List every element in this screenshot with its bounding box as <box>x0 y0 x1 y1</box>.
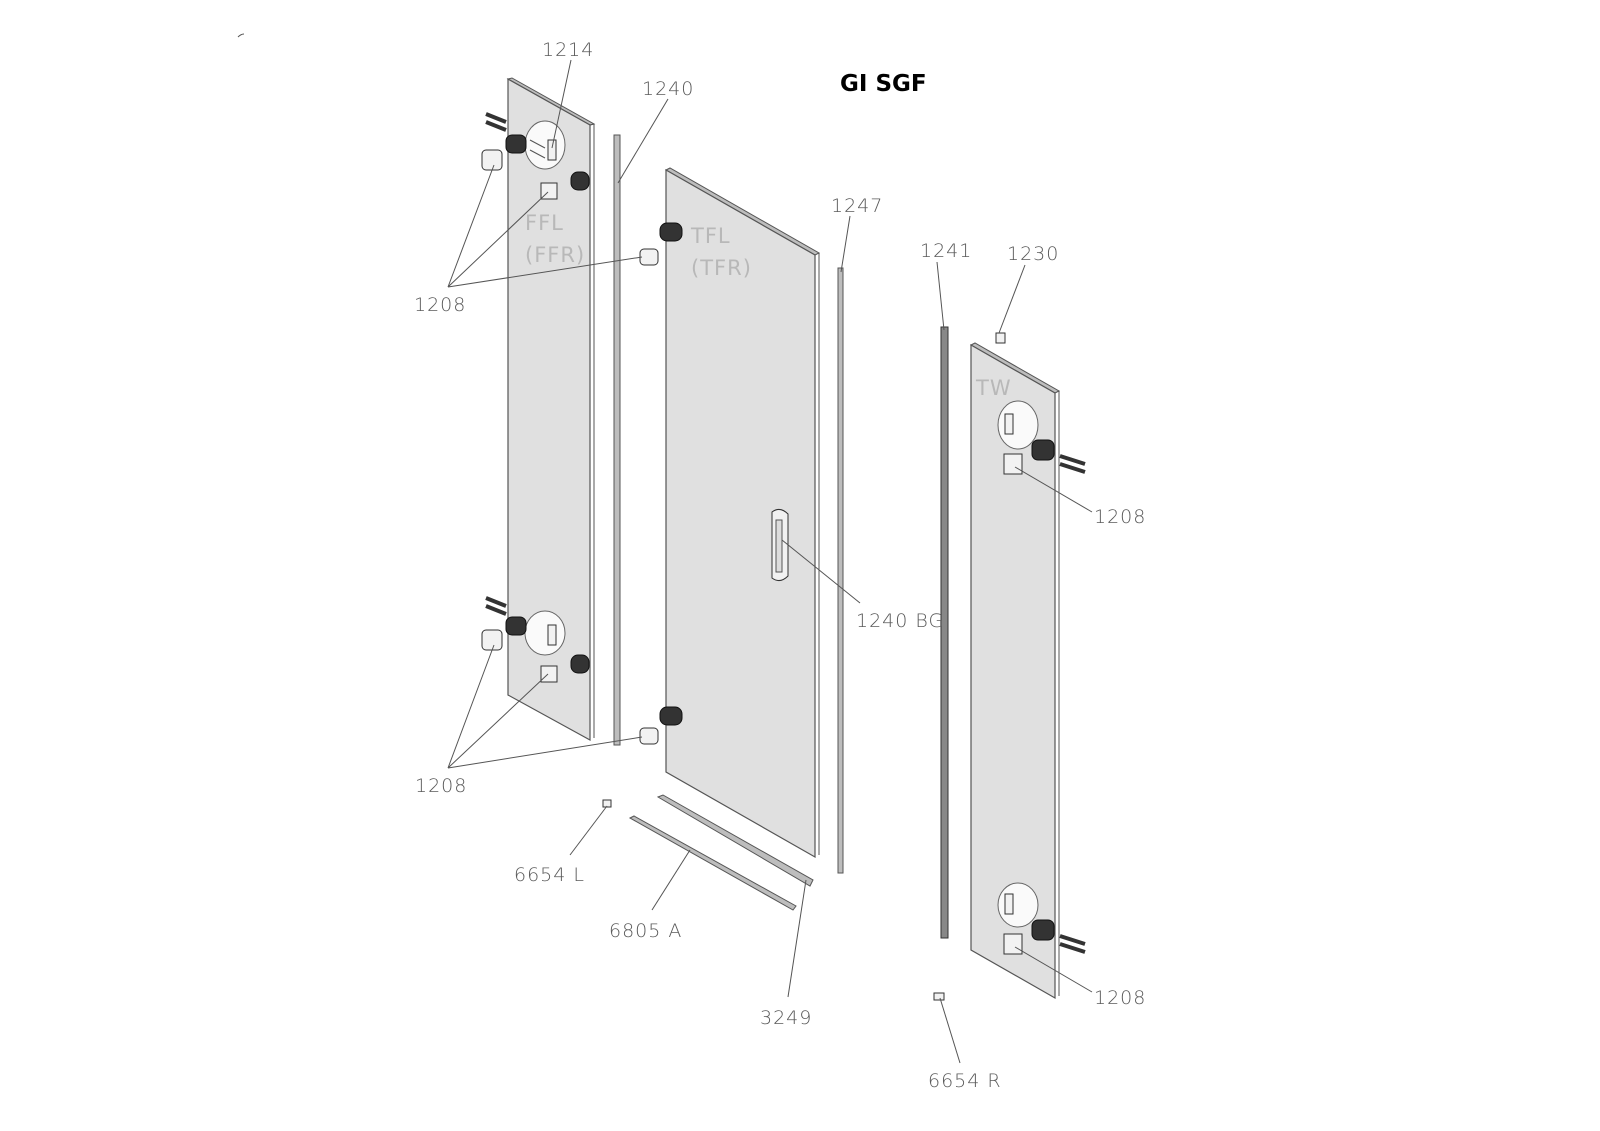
seal-strip-1240 <box>613 134 621 746</box>
panel-label-tfl: TFL <box>690 224 731 248</box>
fixed-panel <box>506 77 596 742</box>
hinge-bottom-right <box>997 882 1086 955</box>
cap-1208 <box>639 248 659 266</box>
part-label-1208: 1208 <box>1094 987 1146 1009</box>
door-handle <box>771 508 789 582</box>
panel-label-ffl: FFL <box>525 211 564 235</box>
part-label-1241: 1241 <box>920 240 972 262</box>
cap-1208 <box>1003 453 1023 475</box>
part-label-3249: 3249 <box>760 1007 812 1029</box>
rail-6805a <box>628 815 797 911</box>
clip-1230 <box>995 332 1006 344</box>
hinge-top-right <box>997 400 1086 475</box>
panel-label-ffr: (FFR) <box>525 243 585 267</box>
cap-1208 <box>481 149 503 171</box>
part-label-6654-r: 6654 R <box>928 1070 1002 1092</box>
part-label-1240: 1240 <box>642 78 694 100</box>
hinge-bottom-left <box>481 596 683 745</box>
endcap-6654r <box>933 992 945 1001</box>
seal-strip-1247 <box>837 267 844 874</box>
wall-panel <box>969 342 1061 1000</box>
cap-1208 <box>1003 933 1023 955</box>
seal-strip-1241 <box>940 326 949 939</box>
part-label-1208: 1208 <box>415 775 467 797</box>
door-panel <box>664 167 821 859</box>
endcap-6654l <box>602 799 612 808</box>
cap-1208 <box>540 665 558 683</box>
part-label-6805-a: 6805 A <box>609 920 682 942</box>
leader-lines <box>447 59 1093 1064</box>
part-label-1208: 1208 <box>414 294 466 316</box>
cap-1208 <box>639 727 659 745</box>
part-label-1208: 1208 <box>1094 506 1146 528</box>
part-label-1240-bg: 1240 BG <box>856 610 944 632</box>
part-label-1214: 1214 <box>542 39 594 61</box>
panel-label-tfr: (TFR) <box>691 256 752 280</box>
cap-1208 <box>481 629 503 651</box>
diagram-title: GI SGF <box>840 71 927 97</box>
part-label-6654-l: 6654 L <box>514 864 585 886</box>
threshold-3249 <box>656 794 814 887</box>
panel-label-tw: TW <box>975 376 1012 400</box>
part-label-1230: 1230 <box>1007 243 1059 265</box>
part-label-1247: 1247 <box>831 195 883 217</box>
stray-mark <box>237 33 245 38</box>
